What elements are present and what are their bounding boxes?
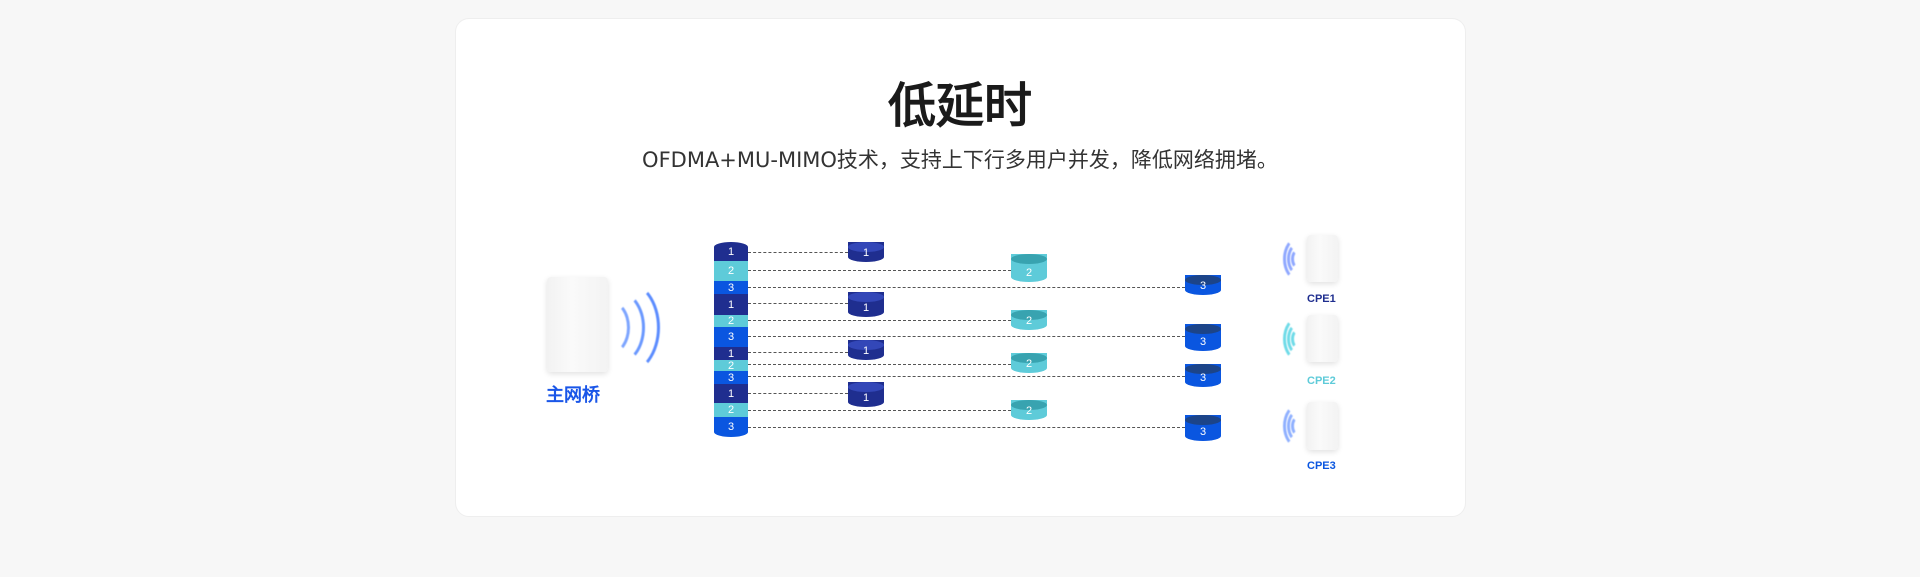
stack-segment: 1 <box>714 384 748 403</box>
cylinder-label: 1 <box>862 302 870 314</box>
cylinder-label: 3 <box>1199 426 1207 438</box>
stack-segment: 3 <box>714 327 748 347</box>
subtitle: OFDMA+MU-MIMO技术，支持上下行多用户并发，降低网络拥堵。 <box>642 148 1278 172</box>
stack-segment: 2 <box>714 261 748 281</box>
stack-segment: 2 <box>714 360 748 372</box>
data-cylinder: 2 <box>1011 400 1047 420</box>
signal-wave-icon <box>1283 236 1313 281</box>
stack-segment: 3 <box>714 281 748 294</box>
signal-wave-icon <box>590 280 660 375</box>
data-cylinder: 3 <box>1185 275 1221 295</box>
cylinder-label: 3 <box>1199 336 1207 348</box>
data-cylinder: 1 <box>848 292 884 317</box>
cpe-label: CPE3 <box>1307 460 1336 472</box>
stack-segment: 3 <box>714 371 748 384</box>
dashed-link <box>748 252 848 253</box>
cylinder-label: 1 <box>862 392 870 404</box>
stack-segment: 2 <box>714 403 748 417</box>
cpe-label: CPE1 <box>1307 293 1336 305</box>
cylinder-label: 2 <box>1025 358 1033 370</box>
data-cylinder: 1 <box>848 382 884 407</box>
data-cylinder: 2 <box>1011 353 1047 373</box>
data-cylinder: 3 <box>1185 364 1221 387</box>
stack-segment: 1 <box>714 242 748 261</box>
dashed-link <box>748 376 1185 377</box>
cylinder-label: 3 <box>1199 372 1207 384</box>
data-cylinder: 2 <box>1011 254 1047 282</box>
signal-wave-icon <box>1283 404 1313 448</box>
stack-segment: 2 <box>714 315 748 327</box>
dashed-link <box>748 287 1185 288</box>
cylinder-label: 3 <box>1199 280 1207 292</box>
stack-segment: 3 <box>714 417 748 437</box>
stack-segment: 1 <box>714 294 748 315</box>
data-cylinder: 3 <box>1185 324 1221 351</box>
signal-wave-icon <box>1283 316 1313 361</box>
cylinder-label: 2 <box>1025 405 1033 417</box>
data-cylinder: 1 <box>848 340 884 360</box>
data-cylinder: 2 <box>1011 310 1047 330</box>
cylinder-label: 2 <box>1025 267 1033 279</box>
dashed-link <box>748 410 1011 411</box>
dashed-link <box>748 352 848 353</box>
dashed-link <box>748 427 1185 428</box>
cylinder-label: 1 <box>862 247 870 259</box>
main-bridge-label: 主网桥 <box>546 385 600 405</box>
dashed-link <box>748 270 1011 271</box>
dashed-link <box>748 336 1185 337</box>
dashed-link <box>748 320 1011 321</box>
dashed-link <box>748 364 1011 365</box>
dashed-link <box>748 393 848 394</box>
cylinder-label: 2 <box>1025 315 1033 327</box>
dashed-link <box>748 303 848 304</box>
cylinder-label: 1 <box>862 345 870 357</box>
cpe-label: CPE2 <box>1307 375 1336 387</box>
data-cylinder: 1 <box>848 242 884 262</box>
data-cylinder: 3 <box>1185 415 1221 441</box>
stack-segment: 1 <box>714 347 748 360</box>
page-title: 低延时 <box>887 78 1032 134</box>
